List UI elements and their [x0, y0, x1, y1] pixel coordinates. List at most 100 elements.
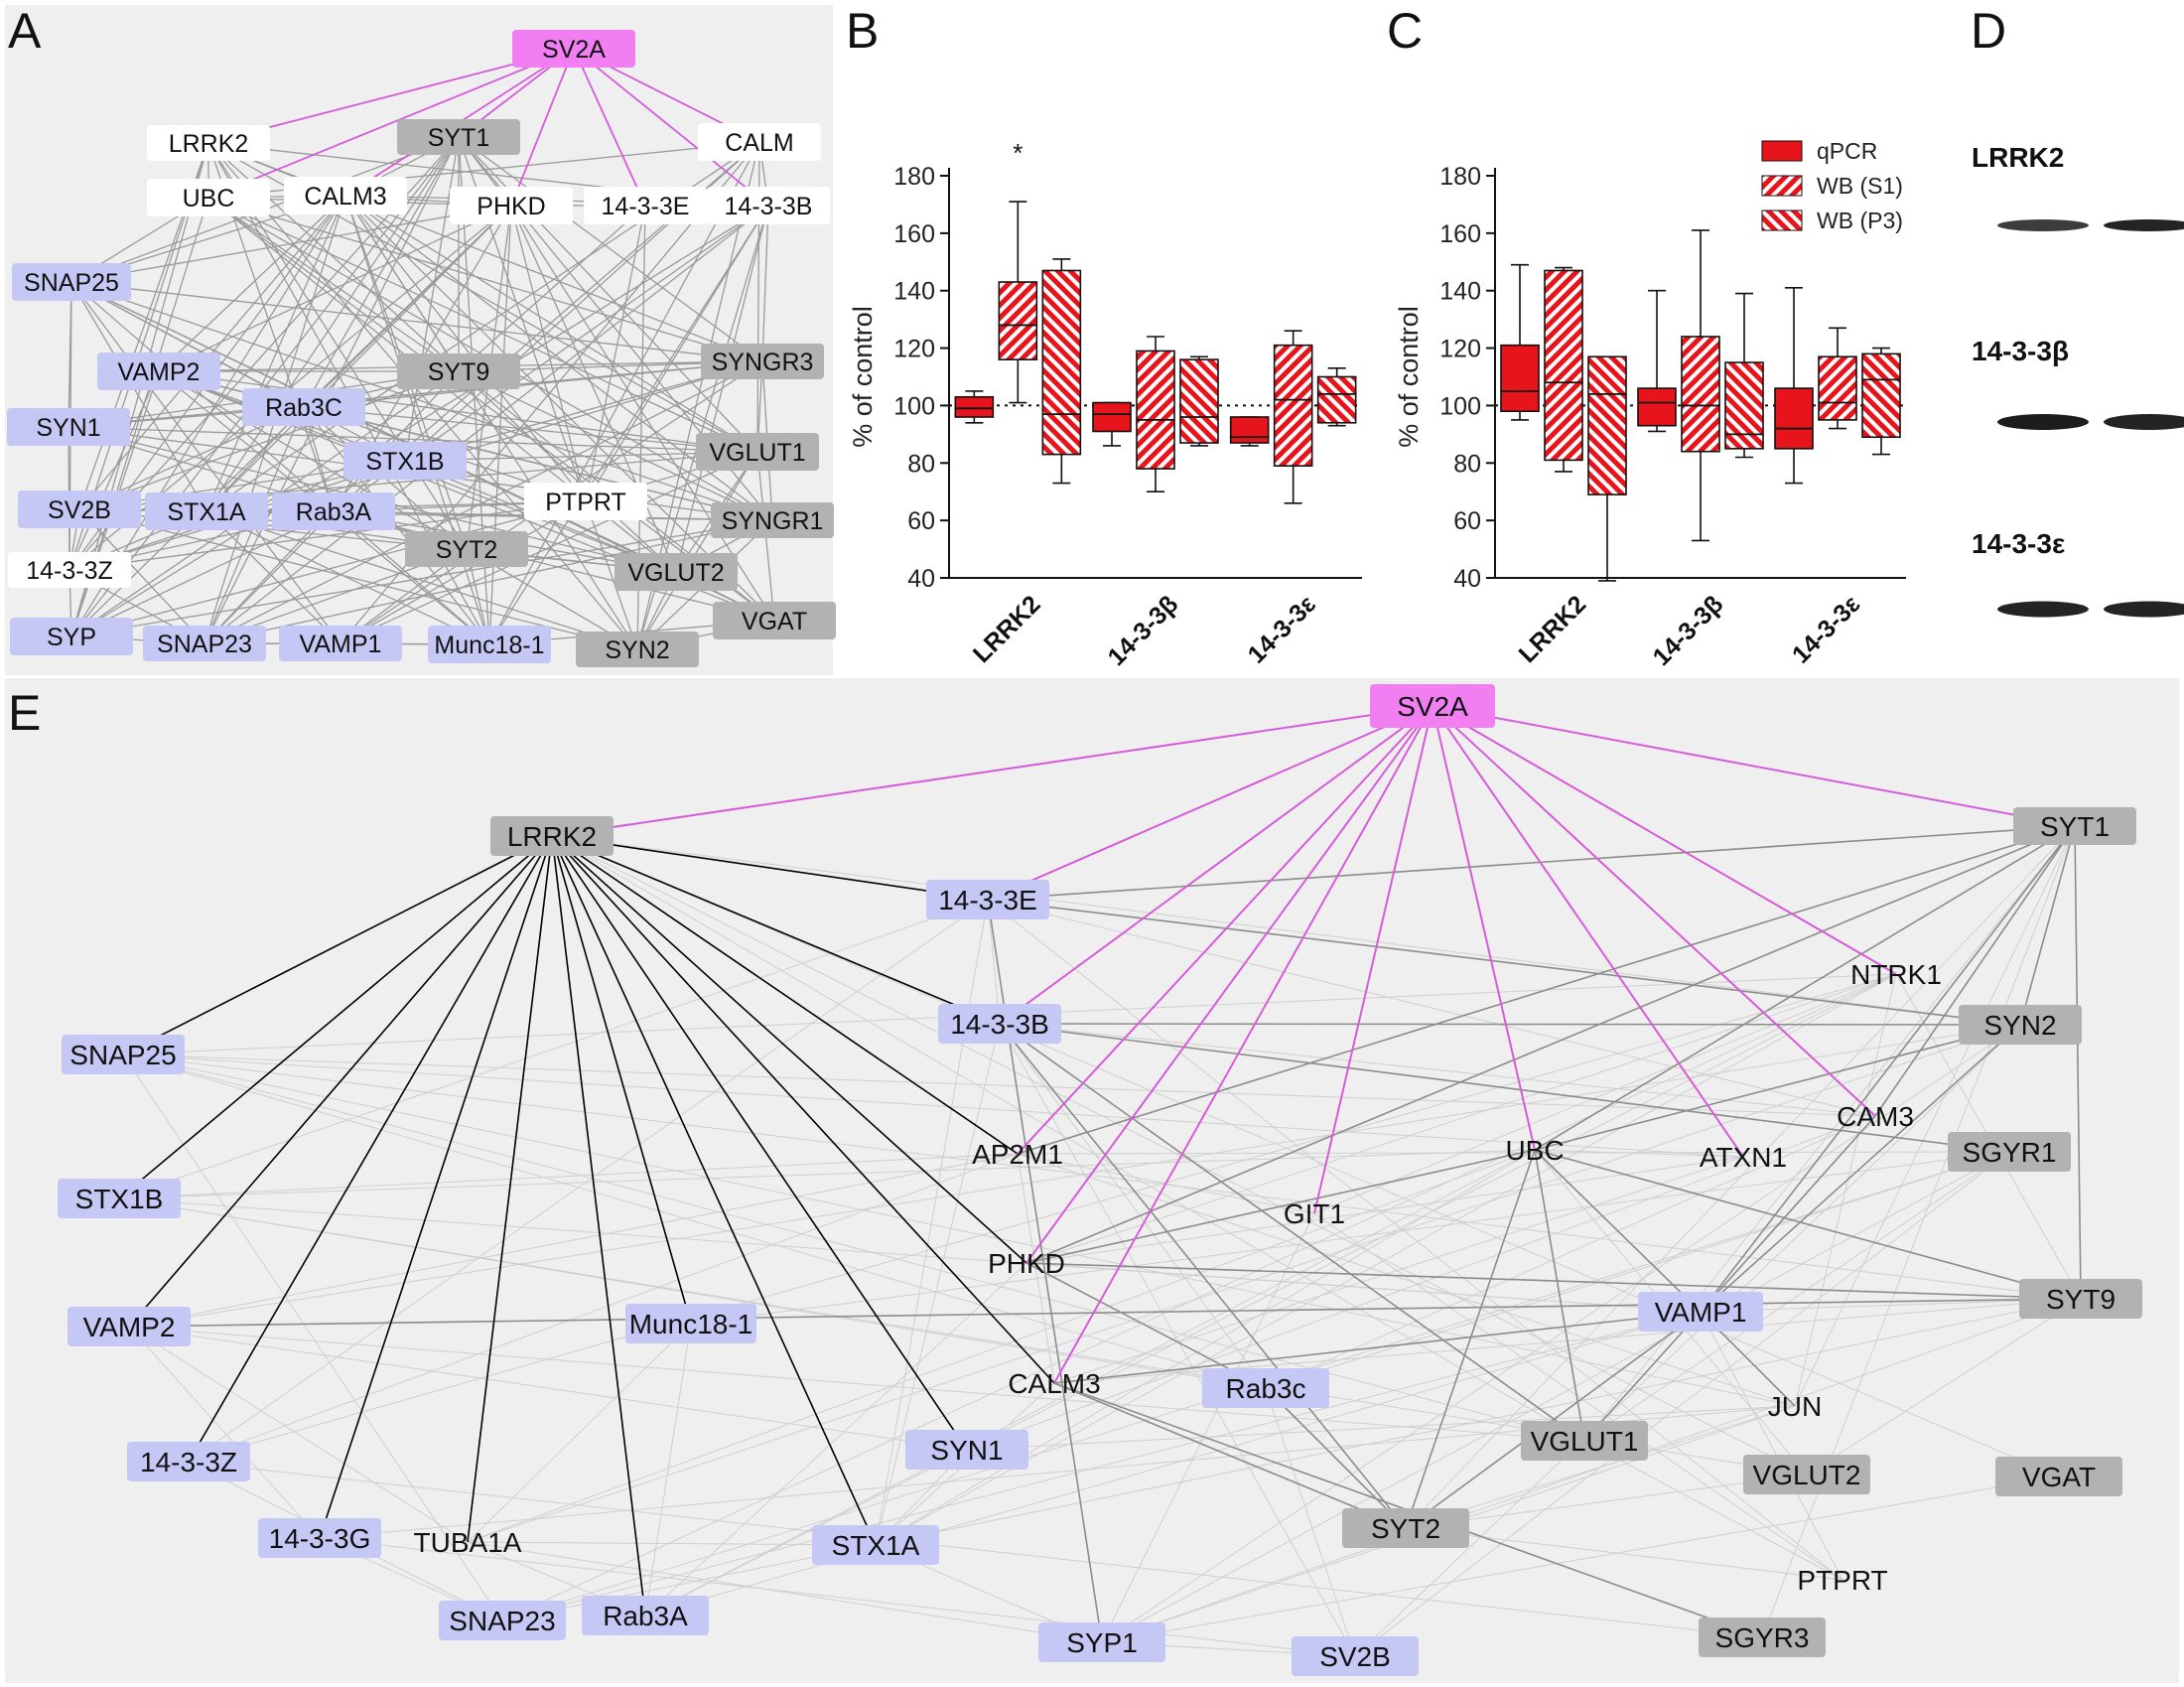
network-a-edge: [344, 195, 775, 622]
network-e-black-edge: [551, 835, 646, 1617]
network-e-black-edge: [188, 835, 553, 1463]
network-e-node-box: [1038, 1622, 1165, 1662]
network-e-node-label: JUN: [1768, 1391, 1822, 1422]
network-e-node-box: [439, 1601, 566, 1640]
network-e-faint-edge: [467, 1024, 2021, 1543]
network-a-node-box: [713, 602, 836, 639]
network-a-node-box: [428, 626, 551, 663]
network-a-edge: [207, 197, 460, 372]
network-a-node-box: [576, 632, 699, 667]
network-e-gray-edge: [1405, 1311, 1702, 1529]
network-e-faint-edge: [122, 1054, 2082, 1300]
network-e-node-snap23: SNAP23: [439, 1601, 566, 1640]
network-a-node-box: [450, 187, 573, 224]
network-a-node-box: [12, 263, 131, 301]
network-a-node-vamp2: VAMP2: [97, 352, 220, 390]
network-e-faint-edge: [467, 1323, 692, 1543]
network-e-node-label: GIT1: [1284, 1198, 1345, 1229]
network-a-edge: [158, 205, 512, 372]
network-a-node-syp: SYP: [10, 618, 133, 655]
panel-letter-e: E: [8, 685, 41, 741]
network-a-edge: [70, 500, 587, 637]
network-e-pink-edge: [551, 705, 1433, 837]
chart-c-y-tick-label: 160: [1439, 220, 1481, 248]
chart-b-y-tick-label: 60: [907, 507, 935, 535]
network-e-gray-edge: [1534, 1024, 2021, 1151]
blot-background: [1966, 335, 2179, 493]
chart-b-category-label: 14-3-3β: [1103, 590, 1184, 671]
blot-label: 14-3-3β: [1972, 336, 2069, 366]
network-e-node-snap25: SNAP25: [62, 1035, 185, 1074]
network-a-edge: [344, 195, 587, 502]
network-e-faint-edge: [1017, 1153, 1796, 1407]
chart-b-box-body: [1136, 350, 1175, 470]
network-a-node-box: [696, 433, 819, 471]
network-a-node-box: [272, 492, 395, 530]
network-a-node-label: Munc18-1: [434, 632, 544, 659]
network-e-faint-edge: [1405, 1405, 1796, 1529]
network-e-node-box: [926, 880, 1049, 919]
blot-band: [1997, 601, 2089, 618]
chart-c-box-14-3-3-wb-p3: [1861, 347, 1901, 456]
network-e-faint-edge: [966, 1115, 1876, 1451]
network-e-faint-edge: [1101, 1024, 2021, 1643]
network-a-edge: [585, 205, 646, 502]
network-e-black-edge: [118, 835, 553, 1199]
network-e-gray-edge: [1025, 1262, 1267, 1389]
network-e-faint-edge: [118, 899, 989, 1199]
network-e-node-jun: JUN: [1768, 1391, 1822, 1422]
network-e-node-label: VGLUT1: [1531, 1426, 1639, 1457]
network-e-node-syt2: SYT2: [1342, 1508, 1469, 1548]
network-e-node-syn1: SYN1: [905, 1430, 1028, 1470]
network-e-node-label: VAMP2: [83, 1312, 176, 1342]
network-a-node-rab3a: Rab3A: [272, 492, 395, 530]
network-a-edge: [344, 195, 490, 645]
network-e-node-box: [1699, 1617, 1826, 1657]
network-a-node-syn2: SYN2: [576, 632, 699, 667]
network-e-node-box: [812, 1525, 939, 1565]
network-e-node-label: SNAP25: [69, 1040, 176, 1070]
network-e-node-box: [258, 1518, 381, 1558]
network-a-node-label: SYN1: [36, 414, 100, 442]
chart-c-box-body: [1587, 355, 1627, 495]
network-a-edge: [207, 197, 763, 362]
panel-letter-c: C: [1387, 3, 1423, 59]
network-e-node-vglut2: VGLUT2: [1743, 1455, 1870, 1494]
network-e-faint-edge: [118, 1153, 1019, 1199]
network-e-black-edge: [551, 835, 989, 901]
network-e-black-edge: [122, 835, 553, 1055]
network-e-node-box: [127, 1442, 250, 1481]
network-e-faint-edge: [1313, 973, 1897, 1214]
network-a-edge: [488, 205, 512, 645]
chart-b-box-14-3-3-qpcr: [1229, 416, 1270, 447]
network-a-edge: [68, 426, 758, 453]
chart-b-box-lrrk2-wb-s1: [998, 201, 1038, 404]
network-a-node-sv2b: SV2B: [18, 491, 141, 528]
network-e-node-vamp1: VAMP1: [1638, 1292, 1763, 1332]
network-e-faint-edge: [467, 1541, 877, 1546]
network-a-node-label: SYT2: [436, 536, 498, 564]
network-a-edge: [344, 195, 758, 453]
network-a-edge: [70, 519, 773, 637]
network-a-node-box: [524, 483, 647, 520]
network-e-faint-edge: [1583, 1440, 1843, 1581]
network-e-node-1433g: 14-3-3G: [258, 1518, 381, 1558]
network-e-node-label: TUBA1A: [414, 1527, 522, 1558]
network-e-faint-edge: [1265, 1151, 2010, 1389]
chart-b-box-body: [1092, 401, 1132, 433]
network-a-node-label: SYN2: [605, 636, 669, 664]
network-a-node-label: VGLUT2: [627, 559, 724, 587]
network-a-node-box: [711, 502, 834, 538]
chart-c-box-body: [1637, 387, 1677, 427]
chart-b-box-body: [998, 281, 1038, 360]
network-a-node-label: CALM3: [304, 183, 386, 211]
network-e-faint-edge: [1583, 1151, 2010, 1442]
network-e-node-label: Rab3A: [603, 1601, 688, 1631]
chart-c-y-tick-label: 140: [1439, 278, 1481, 306]
network-e-gray-edge: [1700, 1024, 2021, 1313]
chart-c-box-14-3-3-wb-p3: [1724, 292, 1764, 459]
network-a-edge: [205, 500, 587, 512]
